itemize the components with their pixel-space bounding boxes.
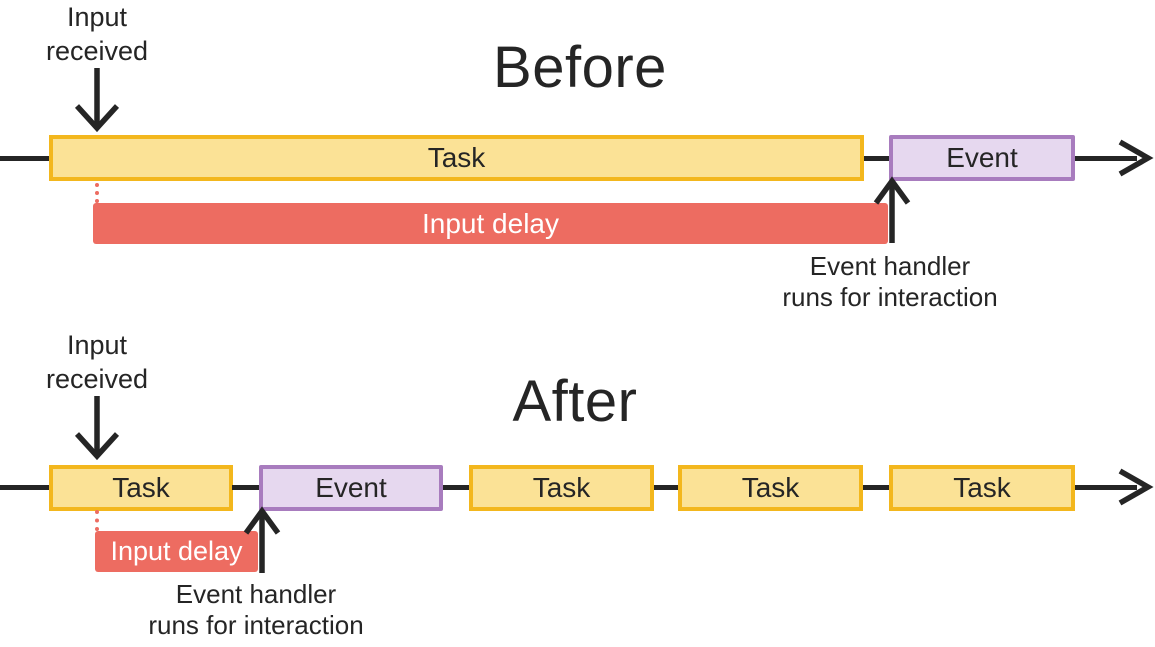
after-title: After bbox=[512, 369, 638, 434]
before-input-delay-bar: Input delay bbox=[93, 203, 888, 244]
after-task-box-1: Task bbox=[49, 465, 233, 511]
before-event-box: Event bbox=[889, 135, 1075, 181]
before-dotted-connector bbox=[95, 183, 99, 203]
before-timeline-line-end bbox=[1075, 156, 1137, 161]
after-task-label-4: Task bbox=[953, 472, 1011, 503]
after-event-label: Event bbox=[315, 472, 387, 503]
before-timeline-line-mid bbox=[864, 156, 889, 161]
before-event-handler-caption: Event handler runs for interaction bbox=[760, 251, 1020, 313]
after-timeline-line-start bbox=[0, 485, 49, 490]
after-input-delay-label: Input delay bbox=[110, 536, 243, 566]
after-timeline-line-end bbox=[1075, 485, 1137, 490]
after-task-label-2: Task bbox=[532, 472, 591, 503]
after-event-box: Event bbox=[259, 465, 443, 511]
before-caption-line2: runs for interaction bbox=[782, 282, 998, 312]
after-task-label-1: Task bbox=[112, 472, 170, 503]
after-caption-line2: runs for interaction bbox=[148, 610, 364, 640]
after-dotted-connector bbox=[95, 510, 99, 531]
before-task-bar: Task bbox=[49, 135, 864, 181]
after-event-handler-caption: Event handler runs for interaction bbox=[126, 579, 386, 641]
before-event-label: Event bbox=[946, 142, 1018, 173]
after-task-box-3: Task bbox=[678, 465, 863, 511]
after-timeline-connector-1 bbox=[232, 485, 259, 490]
after-timeline-connector-3 bbox=[654, 485, 678, 490]
after-up-arrow-icon bbox=[243, 506, 281, 573]
after-input-delay-bar: Input delay bbox=[95, 531, 258, 572]
after-timeline-connector-4 bbox=[863, 485, 889, 490]
after-timeline-connector-2 bbox=[443, 485, 469, 490]
after-task-box-2: Task bbox=[469, 465, 654, 511]
after-caption-line1: Event handler bbox=[175, 579, 337, 609]
after-input-received-label: Input received bbox=[45, 330, 149, 394]
before-timeline-arrowhead-icon bbox=[1118, 139, 1154, 177]
after-task-box-4: Task bbox=[889, 465, 1075, 511]
after-timeline-arrowhead-icon bbox=[1118, 468, 1154, 506]
before-timeline-line-start bbox=[0, 156, 49, 161]
before-task-label: Task bbox=[427, 142, 486, 173]
before-up-arrow-icon bbox=[873, 176, 911, 243]
before-down-arrow-icon bbox=[74, 68, 120, 133]
before-input-received-label: Input received bbox=[45, 2, 149, 66]
after-task-label-3: Task bbox=[741, 472, 800, 503]
before-title: Before bbox=[493, 35, 667, 100]
before-input-delay-label: Input delay bbox=[422, 207, 559, 239]
after-down-arrow-icon bbox=[74, 396, 120, 461]
before-caption-line1: Event handler bbox=[809, 251, 971, 281]
